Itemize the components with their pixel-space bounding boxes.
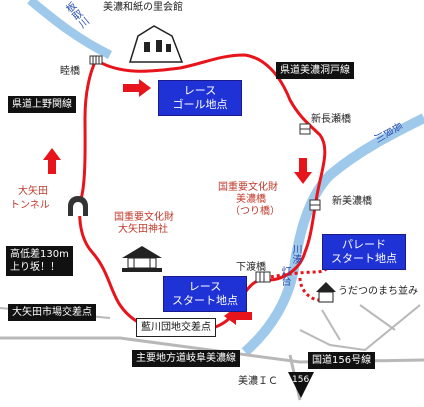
arrow-right-icon (123, 79, 151, 97)
race-start-line2: スタート地点 (172, 294, 238, 307)
road-kamino-seki: 県道上野関線 (8, 96, 76, 113)
parade-start-line2: スタート地点 (331, 252, 397, 265)
bridge-icon-shin-nagase (299, 123, 311, 135)
shimowatari-bridge-label: 下渡橋 (236, 262, 266, 273)
road-bg-5 (321, 309, 341, 341)
shrine-icon (122, 246, 162, 272)
mino-bridge-label-2: 美濃橋 (236, 194, 266, 205)
elevation-box: 高低差130m 上り坂！！ (6, 246, 73, 276)
race-start-box: レース スタート地点 (163, 276, 247, 312)
road-gifu-mino: 主要地方道岐阜美濃線 (132, 350, 240, 367)
tunnel-icon (68, 196, 88, 216)
race-goal-box: レース ゴール地点 (158, 80, 242, 116)
bridge-icon-mutsumi (89, 55, 103, 65)
oyada-tunnel-label-2: トンネル (10, 200, 50, 211)
nagara-river (241, 113, 424, 356)
oyada-tunnel-label-1: 大矢田 (18, 186, 48, 197)
mino-bridge-label-3: （つり橋） (230, 206, 280, 217)
udatsu-house-icon (316, 282, 336, 303)
mutsumi-bridge-label: 睦橋 (60, 66, 80, 77)
bridge-icon-shimowatari (255, 271, 271, 283)
route156-shield-text: 156 (292, 375, 310, 385)
elevation-line2: 上り坂！！ (10, 262, 60, 273)
shin-mino-bridge-label: 新美濃橋 (332, 196, 372, 207)
oyada-market-intersection: 大矢田市場交差点 (8, 304, 96, 321)
itadori-river (27, 0, 113, 60)
aikawa-danchi-intersection: 藍川団地交差点 (136, 318, 216, 337)
race-goal-line1: レース (183, 84, 217, 97)
minatotodai-label-2: 灯台 (279, 266, 290, 286)
route156-shield-icon (288, 372, 314, 398)
oyada-shrine-label-1: 国重要文化財 (114, 212, 174, 223)
washi-village-label: 美濃和紙の里会館 (103, 2, 183, 13)
parade-start-line1: パレード (342, 238, 386, 251)
washi-village-building-icon (128, 25, 184, 63)
bridge-icon-shin-mino (309, 199, 321, 211)
elevation-line1: 高低差130m (10, 249, 69, 260)
minatotodai-label-1: 川湊 (290, 244, 301, 264)
parade-route-2 (298, 277, 321, 302)
mino-ic-label: 美濃ＩＣ (238, 376, 278, 387)
race-goal-line2: ゴール地点 (172, 98, 228, 111)
road-bg-3 (299, 304, 421, 352)
parade-start-box: パレード スタート地点 (322, 234, 406, 270)
oyada-shrine-label-2: 大矢田神社 (118, 224, 168, 235)
arrow-down-icon (294, 158, 312, 184)
race-start-line1: レース (188, 280, 222, 293)
shin-nagase-bridge-label: 新長瀬橋 (311, 114, 351, 125)
arrow-up-icon (43, 148, 61, 174)
mino-bridge-label-1: 国重要文化財 (218, 182, 278, 193)
road-bg-6 (359, 304, 396, 331)
road-route156: 国道156号線 (308, 352, 376, 369)
udatsu-label: うだつのまち並み (338, 286, 418, 297)
road-mino-horado: 県道美濃洞戸線 (276, 62, 354, 79)
